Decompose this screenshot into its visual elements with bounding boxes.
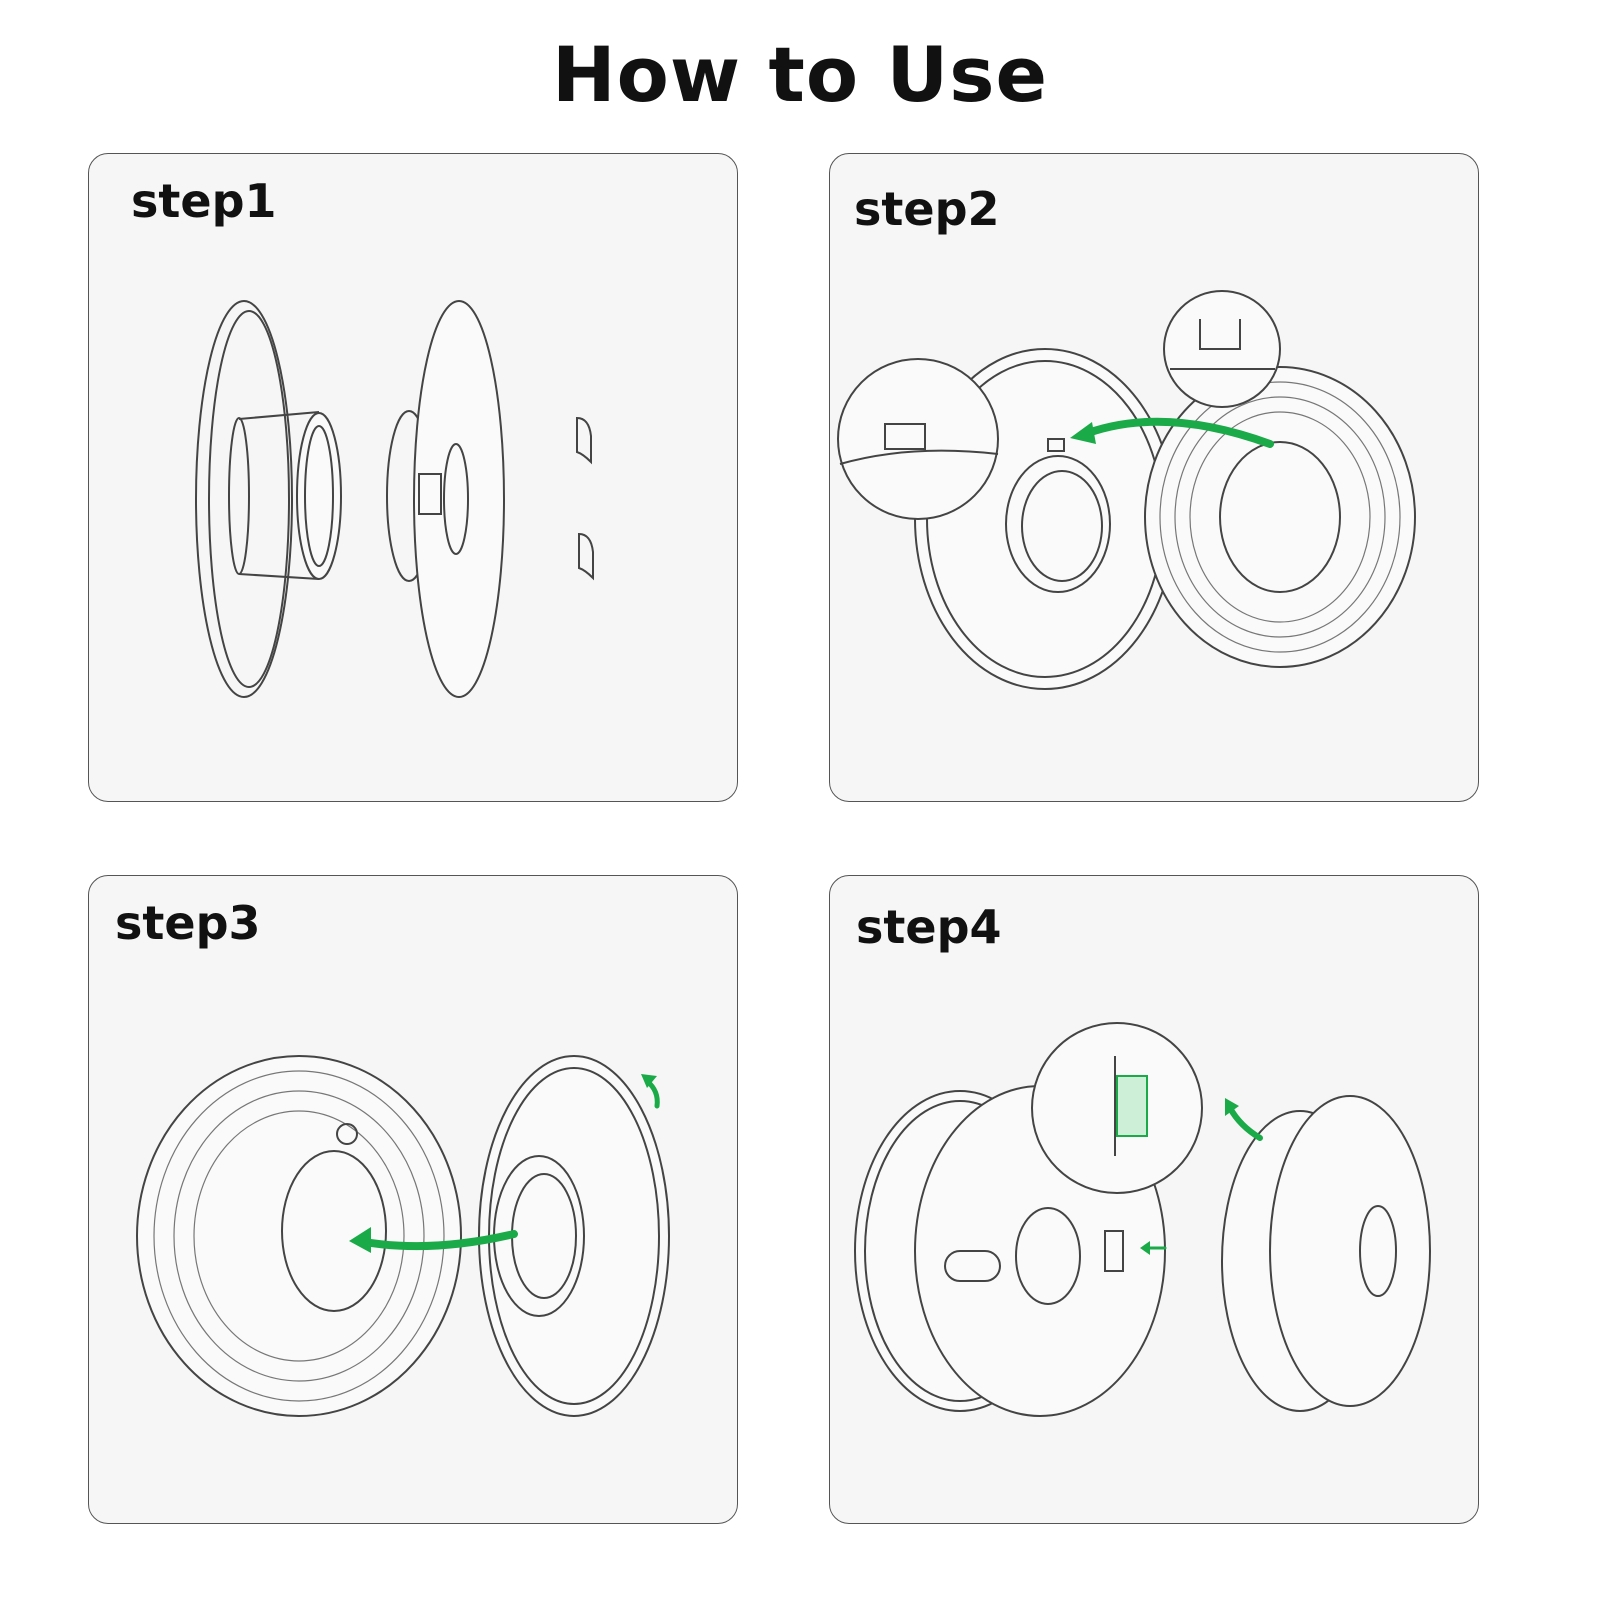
spool-lock-illustration <box>854 1022 1431 1417</box>
page-title: How to Use <box>552 30 1048 119</box>
step2-label: step2 <box>854 182 1000 236</box>
step2-panel: step2 <box>829 153 1479 802</box>
step1-panel: step1 <box>88 153 738 802</box>
step3-panel: step3 <box>88 875 738 1524</box>
spool-disassembled-illustration <box>195 300 594 698</box>
step4-panel: step4 <box>829 875 1479 1524</box>
step1-label: step1 <box>131 174 277 228</box>
step4-label: step4 <box>856 900 1002 954</box>
spool-fit-illustration <box>136 1055 670 1417</box>
spool-attach-illustration <box>837 290 1416 690</box>
step3-label: step3 <box>115 896 261 950</box>
